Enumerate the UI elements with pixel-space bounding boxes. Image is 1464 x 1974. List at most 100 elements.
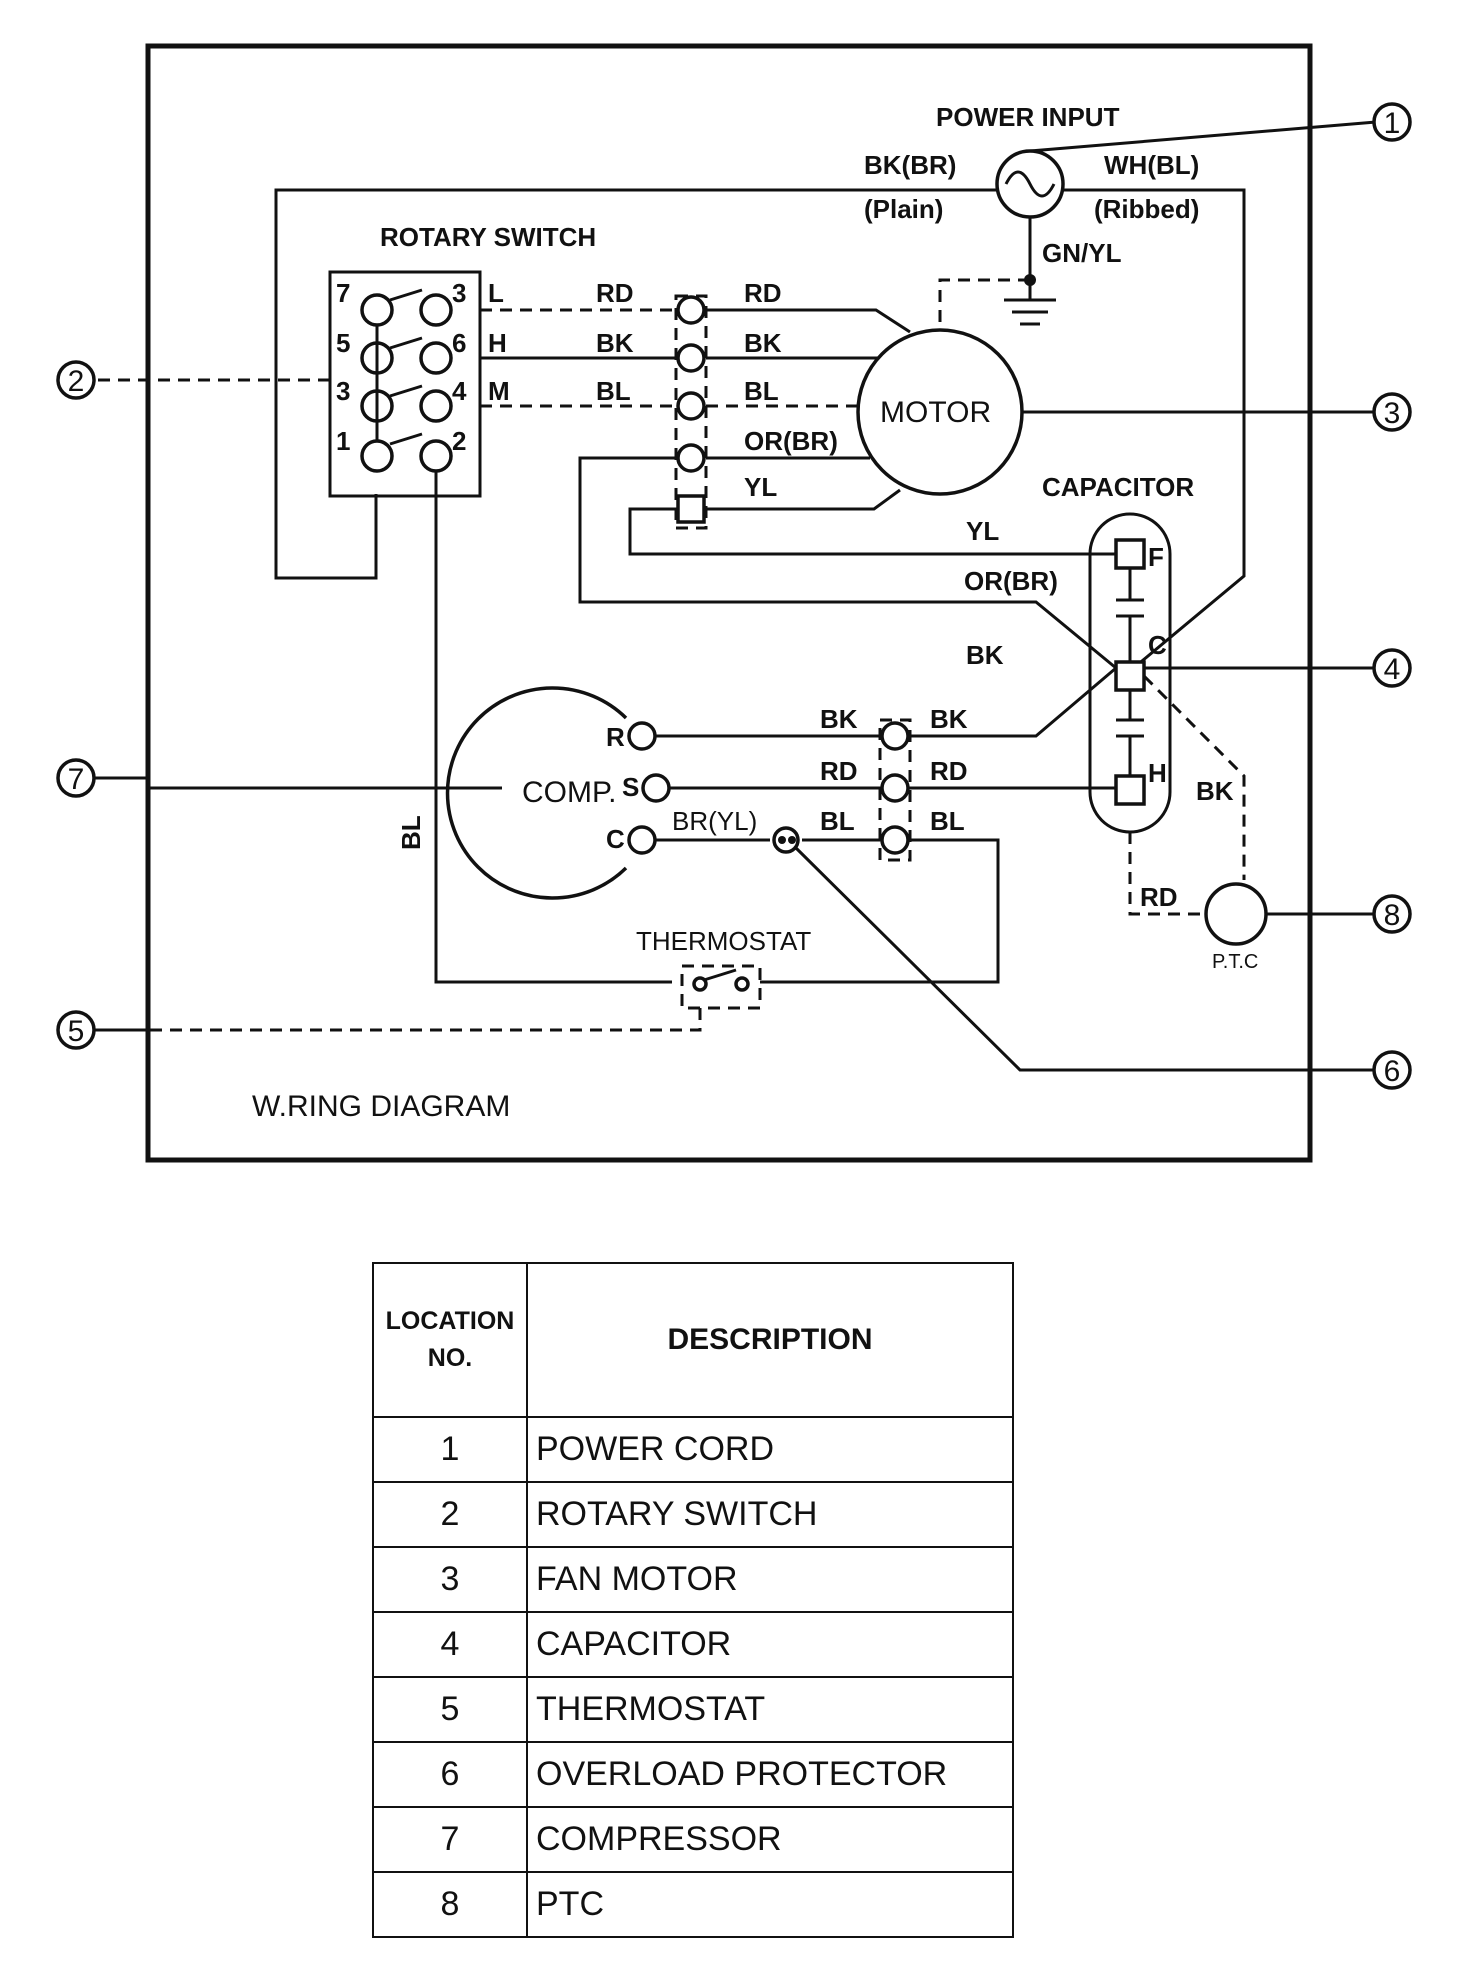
cap-terminal-c xyxy=(1114,660,1146,692)
ptc-wire-label-rd: RD xyxy=(1140,882,1178,912)
strip-terminal-5 xyxy=(676,494,706,524)
motor-wire-label-or: OR(BR) xyxy=(744,426,838,456)
motor-wire-label-bl: BL xyxy=(744,376,779,406)
power-input-label: POWER INPUT xyxy=(936,102,1120,132)
cap-label-h: H xyxy=(1148,758,1167,788)
row-number: 7 xyxy=(372,1806,528,1873)
wire-power-left xyxy=(274,188,997,580)
callout-line-6 xyxy=(794,846,1376,1072)
row-number: 6 xyxy=(372,1741,528,1808)
row-number: 3 xyxy=(372,1546,528,1613)
speed-label-m: M xyxy=(488,376,510,406)
wire-rd-ptc xyxy=(1128,832,1204,916)
thermostat-switch xyxy=(703,968,737,982)
wire-label-gn-yl: GN/YL xyxy=(1042,238,1122,268)
callout-1 xyxy=(1372,102,1412,142)
switch-num-6: 6 xyxy=(452,328,466,358)
legend-header-description: DESCRIPTION xyxy=(526,1262,1014,1418)
wire-bk-ptc xyxy=(1142,674,1246,880)
motor-wire-label-bk: BK xyxy=(744,328,782,358)
switch-num-3: 3 xyxy=(336,376,350,406)
comp-wire-label-bk-r: BK xyxy=(930,704,968,734)
motor-label: MOTOR xyxy=(880,396,991,429)
comp-wire-label-rd-r: RD xyxy=(930,756,968,786)
wire-power-right xyxy=(1063,188,1246,678)
switch-contact-4 xyxy=(389,432,423,446)
switch-contact-3 xyxy=(389,384,423,398)
strip-terminal-2 xyxy=(676,343,706,373)
comp-strip-terminal-1 xyxy=(880,721,910,751)
wire-ground-motor xyxy=(938,278,1030,330)
row-description: PTC xyxy=(526,1871,1014,1938)
header-location-text: LOCATION xyxy=(385,1306,515,1335)
compressor-label: COMP. xyxy=(522,776,616,809)
thermostat-contact-a xyxy=(692,976,708,992)
comp-label-r: R xyxy=(606,722,625,752)
row-description: POWER CORD xyxy=(526,1416,1014,1483)
wire-yl-motor xyxy=(706,488,901,511)
switch-num-5: 5 xyxy=(336,328,350,358)
comp-terminal-c xyxy=(627,825,657,855)
speed-label-l: L xyxy=(488,278,504,308)
wire-rd-motor xyxy=(706,308,911,334)
cap-wire-label-yl: YL xyxy=(966,516,999,546)
wire-label-plain: (Plain) xyxy=(864,194,943,224)
diagram-frame xyxy=(145,43,1313,1163)
switch-terminal-3-top xyxy=(419,293,453,327)
row-description: CAPACITOR xyxy=(526,1611,1014,1678)
switch-terminal-7 xyxy=(360,293,394,327)
comp-wire-label-bl-r: BL xyxy=(930,806,965,836)
switch-terminal-2 xyxy=(419,439,453,473)
cap-terminal-h xyxy=(1114,774,1146,806)
switch-contact-2 xyxy=(389,336,423,350)
callout-4 xyxy=(1372,648,1412,688)
comp-terminal-s xyxy=(641,773,671,803)
strip-terminal-1 xyxy=(676,295,706,325)
switch-num-1: 1 xyxy=(336,426,350,456)
callout-num-8: 8 xyxy=(1384,899,1401,932)
callout-num-3: 3 xyxy=(1384,397,1401,430)
callout-num-7: 7 xyxy=(68,763,85,796)
switch-terminal-1 xyxy=(360,439,394,473)
switch-num-2: 2 xyxy=(452,426,466,456)
row-description: FAN MOTOR xyxy=(526,1546,1014,1613)
wire-bl-comp-right xyxy=(760,838,1000,984)
callout-3 xyxy=(1372,392,1412,432)
callout-line-5 xyxy=(148,1008,702,1032)
ac-wave-icon xyxy=(1004,170,1056,198)
overload-contact-b xyxy=(788,836,796,844)
comp-strip-terminal-2 xyxy=(880,773,910,803)
legend-header-location: LOCATION NO. xyxy=(372,1262,528,1418)
row-description: THERMOSTAT xyxy=(526,1676,1014,1743)
legend-header-row: LOCATION NO. DESCRIPTION xyxy=(372,1262,1014,1418)
wire-yl-cap xyxy=(628,507,1116,556)
callout-num-6: 6 xyxy=(1384,1055,1401,1088)
row-number: 1 xyxy=(372,1416,528,1483)
wire-label-bk-br: BK(BR) xyxy=(864,150,956,180)
callout-num-4: 4 xyxy=(1384,653,1401,686)
row-number: 5 xyxy=(372,1676,528,1743)
comp-wire-label-bl-l: BL xyxy=(820,806,855,836)
callout-num-2: 2 xyxy=(68,365,85,398)
row-number: 4 xyxy=(372,1611,528,1678)
callout-2 xyxy=(56,360,96,400)
cap-label-f: F xyxy=(1148,542,1164,572)
row-description: ROTARY SWITCH xyxy=(526,1481,1014,1548)
switch-num-4: 4 xyxy=(452,376,467,406)
wire-bl-thermostat xyxy=(434,471,672,984)
switch-terminal-6 xyxy=(419,341,453,375)
speed-label-h: H xyxy=(488,328,507,358)
switch-num-7: 7 xyxy=(336,278,350,308)
comp-label-c: C xyxy=(606,824,625,854)
strip-terminal-3 xyxy=(676,391,706,421)
thermostat-contact-b xyxy=(734,976,750,992)
row-number: 8 xyxy=(372,1871,528,1938)
